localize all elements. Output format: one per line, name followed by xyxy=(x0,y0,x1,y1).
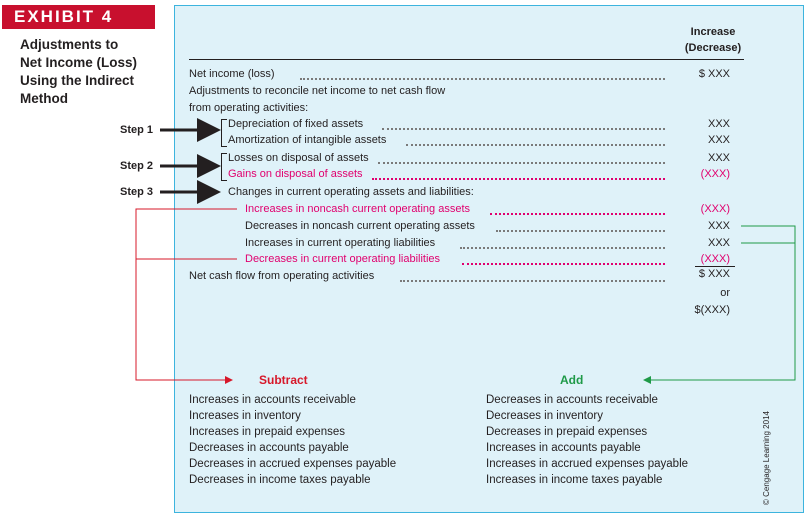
leader-dots xyxy=(496,229,665,232)
list-item: Increases in accounts receivable xyxy=(189,394,356,406)
list-item: Increases in income taxes payable xyxy=(486,474,663,486)
leader-dots xyxy=(460,246,665,249)
value-net-income: $ XXX xyxy=(698,68,730,80)
header-line-decrease: (Decrease) xyxy=(684,42,742,54)
add-list: Decreases in accounts receivable Decreas… xyxy=(486,392,688,488)
add-heading: Add xyxy=(560,373,584,387)
row-amortization: Amortization of intangible assets xyxy=(228,134,387,146)
add-connector xyxy=(643,225,796,384)
row-net-cash-flow: Net cash flow from operating activities xyxy=(189,270,375,282)
row-net-income: Net income (loss) xyxy=(189,68,275,80)
value-gains: (XXX) xyxy=(700,168,730,180)
leader-dots xyxy=(462,262,665,265)
exhibit-title-line: Using the Indirect xyxy=(20,73,135,88)
value-losses: XXX xyxy=(707,152,730,164)
list-item: Decreases in accrued expenses payable xyxy=(189,458,397,470)
leader-dots xyxy=(490,212,665,215)
leader-dots xyxy=(400,279,665,282)
exhibit-label: EXHIBIT 4 xyxy=(2,5,155,29)
list-item: Decreases in prepaid expenses xyxy=(486,426,648,438)
copyright-notice: © Cengage Learning 2014 xyxy=(762,411,771,505)
value-depreciation: XXX xyxy=(707,118,730,130)
value-amortization: XXX xyxy=(707,134,730,146)
list-item: Increases in accounts payable xyxy=(486,442,641,454)
list-item: Decreases in income taxes payable xyxy=(189,474,371,486)
subtract-heading: Subtract xyxy=(259,373,308,387)
row-changes-heading: Changes in current operating assets and … xyxy=(228,186,474,198)
leader-dots xyxy=(406,143,665,146)
exhibit-title-line: Method xyxy=(20,91,68,106)
step-3-label: Step 3 xyxy=(120,186,154,198)
list-item: Increases in accrued expenses payable xyxy=(486,458,689,470)
step-2-label: Step 2 xyxy=(120,160,154,172)
value-net-cash-flow: $ XXX xyxy=(698,268,730,280)
step-1-bracket xyxy=(221,119,227,147)
subtract-list: Increases in accounts receivable Increas… xyxy=(189,392,396,488)
column-header: Increase (Decrease) xyxy=(676,24,750,56)
value-net-cash-used: $(XXX) xyxy=(694,304,730,316)
exhibit-title-line: Net Income (Loss) xyxy=(20,55,138,70)
list-item: Increases in inventory xyxy=(189,410,301,422)
subtract-connector xyxy=(135,208,237,384)
value-decreases-liabilities: (XXX) xyxy=(700,253,730,265)
leader-dots xyxy=(372,177,665,180)
row-from-operating: from operating activities: xyxy=(189,102,309,114)
header-rule xyxy=(189,59,744,60)
leader-dots xyxy=(300,77,665,80)
row-decreases-liabilities: Decreases in current operating liabiliti… xyxy=(245,253,441,265)
list-item: Decreases in accounts receivable xyxy=(486,394,658,406)
row-decreases-assets: Decreases in noncash current operating a… xyxy=(245,220,475,232)
header-line-increase: Increase xyxy=(690,26,736,38)
row-losses: Losses on disposal of assets xyxy=(228,152,369,164)
list-item: Increases in prepaid expenses xyxy=(189,426,345,438)
list-item: Decreases in inventory xyxy=(486,410,603,422)
row-depreciation: Depreciation of fixed assets xyxy=(228,118,364,130)
exhibit-title: Adjustments to Net Income (Loss) Using t… xyxy=(20,36,170,108)
value-increases-assets: (XXX) xyxy=(700,203,730,215)
or-text: or xyxy=(720,287,730,299)
leader-dots xyxy=(378,161,665,164)
row-gains: Gains on disposal of assets xyxy=(228,168,363,180)
row-increases-assets: Increases in noncash current operating a… xyxy=(245,203,471,215)
total-rule xyxy=(695,266,735,267)
statement-panel xyxy=(174,5,804,513)
step-2-bracket xyxy=(221,153,227,181)
value-decreases-assets: XXX xyxy=(707,220,730,232)
row-increases-liabilities: Increases in current operating liabiliti… xyxy=(245,237,436,249)
exhibit-title-line: Adjustments to xyxy=(20,37,119,52)
leader-dots xyxy=(382,127,665,130)
list-item: Decreases in accounts payable xyxy=(189,442,349,454)
step-1-label: Step 1 xyxy=(120,124,154,136)
row-adjustments: Adjustments to reconcile net income to n… xyxy=(189,85,446,97)
value-increases-liabilities: XXX xyxy=(707,237,730,249)
